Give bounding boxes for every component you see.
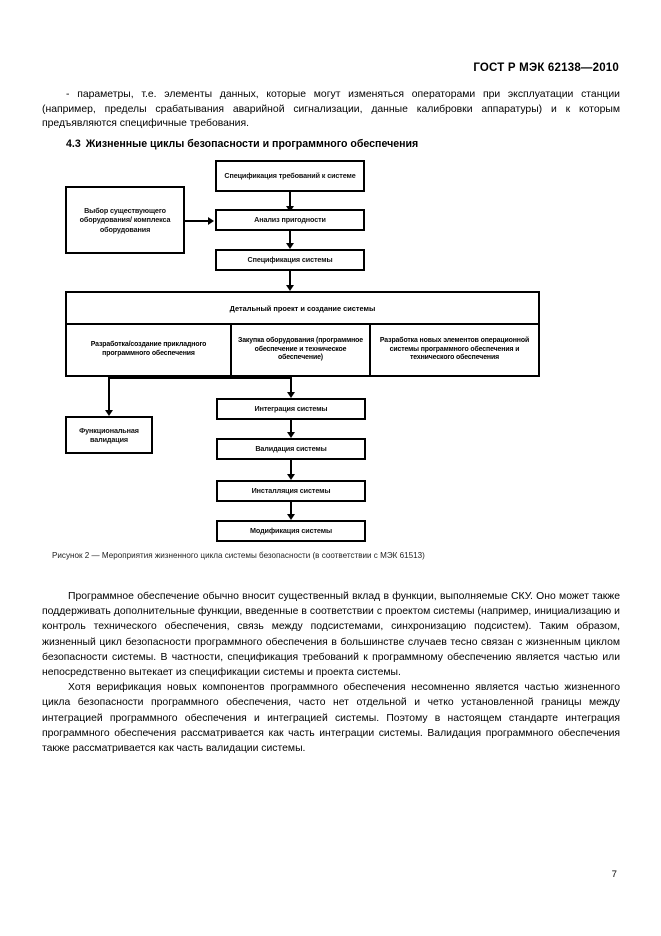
document-standard-header: ГОСТ Р МЭК 62138—2010: [473, 62, 619, 74]
connector-installation-to-modification: [290, 502, 292, 516]
node-system-spec: Спецификация системы: [215, 249, 365, 271]
node-system-validation: Валидация системы: [216, 438, 366, 460]
node-detailed-design-group: Детальный проект и создание системы Разр…: [65, 291, 540, 377]
arrowhead-equipment-to-suitability: [208, 217, 214, 225]
body-text-block: Программное обеспечение обычно вносит су…: [42, 589, 620, 756]
intro-paragraph-block: - параметры, т.е. элементы данных, котор…: [42, 88, 620, 132]
arrowhead-design-to-functional-validation: [105, 410, 113, 416]
detailed-design-title: Детальный проект и создание системы: [67, 293, 538, 325]
detailed-design-columns: Разработка/создание прикладного программ…: [67, 325, 538, 375]
body-paragraph-1: Программное обеспечение обычно вносит су…: [42, 591, 620, 679]
section-title: Жизненные циклы безопасности и программн…: [85, 138, 419, 150]
arrowhead-design-to-integration: [287, 392, 295, 398]
node-system-integration: Интеграция системы: [216, 398, 366, 420]
connector-equipment-to-suitability: [185, 220, 209, 222]
node-functional-validation: Функциональная валидация: [65, 416, 153, 454]
detailed-design-col-app-software: Разработка/создание прикладного программ…: [90, 341, 207, 357]
figure-caption: Рисунок 2 — Мероприятия жизненного цикла…: [52, 551, 425, 560]
arrowhead-validation-to-installation: [287, 474, 295, 480]
body-paragraph-2: Хотя верификация новых компонентов прогр…: [42, 682, 620, 755]
arrowhead-integration-to-validation: [287, 432, 295, 438]
section-number: 4.3: [66, 138, 81, 150]
lifecycle-flowchart: Спецификация требований к системе Выбор …: [60, 158, 560, 548]
connector-design-branch-bus: [108, 377, 292, 379]
node-equipment-selection: Выбор существующего оборудования/ компле…: [65, 186, 185, 254]
connector-spec-to-design: [289, 271, 291, 288]
detailed-design-col-new-os-elements: Разработка новых элементов операционной …: [369, 325, 538, 375]
node-system-requirements-spec: Спецификация требований к системе: [215, 160, 365, 192]
arrowhead-suitability-to-spec: [286, 243, 294, 249]
page-number: 7: [611, 869, 617, 880]
connector-req-to-suitability: [289, 192, 291, 208]
connector-validation-to-installation: [290, 460, 292, 476]
intro-paragraph: - параметры, т.е. элементы данных, котор…: [42, 89, 620, 130]
node-suitability-analysis: Анализ пригодности: [215, 209, 365, 231]
detailed-design-col-equipment-purchase: Закупка оборудования (программное обеспе…: [230, 325, 369, 375]
section-heading: 4.3 Жизненные циклы безопасности и програ…: [66, 138, 418, 150]
arrowhead-spec-to-design: [286, 285, 294, 291]
node-system-installation: Инсталляция системы: [216, 480, 366, 502]
connector-integration-to-validation: [290, 420, 292, 434]
connector-design-to-integration: [290, 377, 292, 395]
arrowhead-installation-to-modification: [287, 514, 295, 520]
node-system-modification: Модификация системы: [216, 520, 366, 542]
connector-suitability-to-spec: [289, 231, 291, 245]
connector-design-to-functional-validation: [108, 377, 110, 413]
